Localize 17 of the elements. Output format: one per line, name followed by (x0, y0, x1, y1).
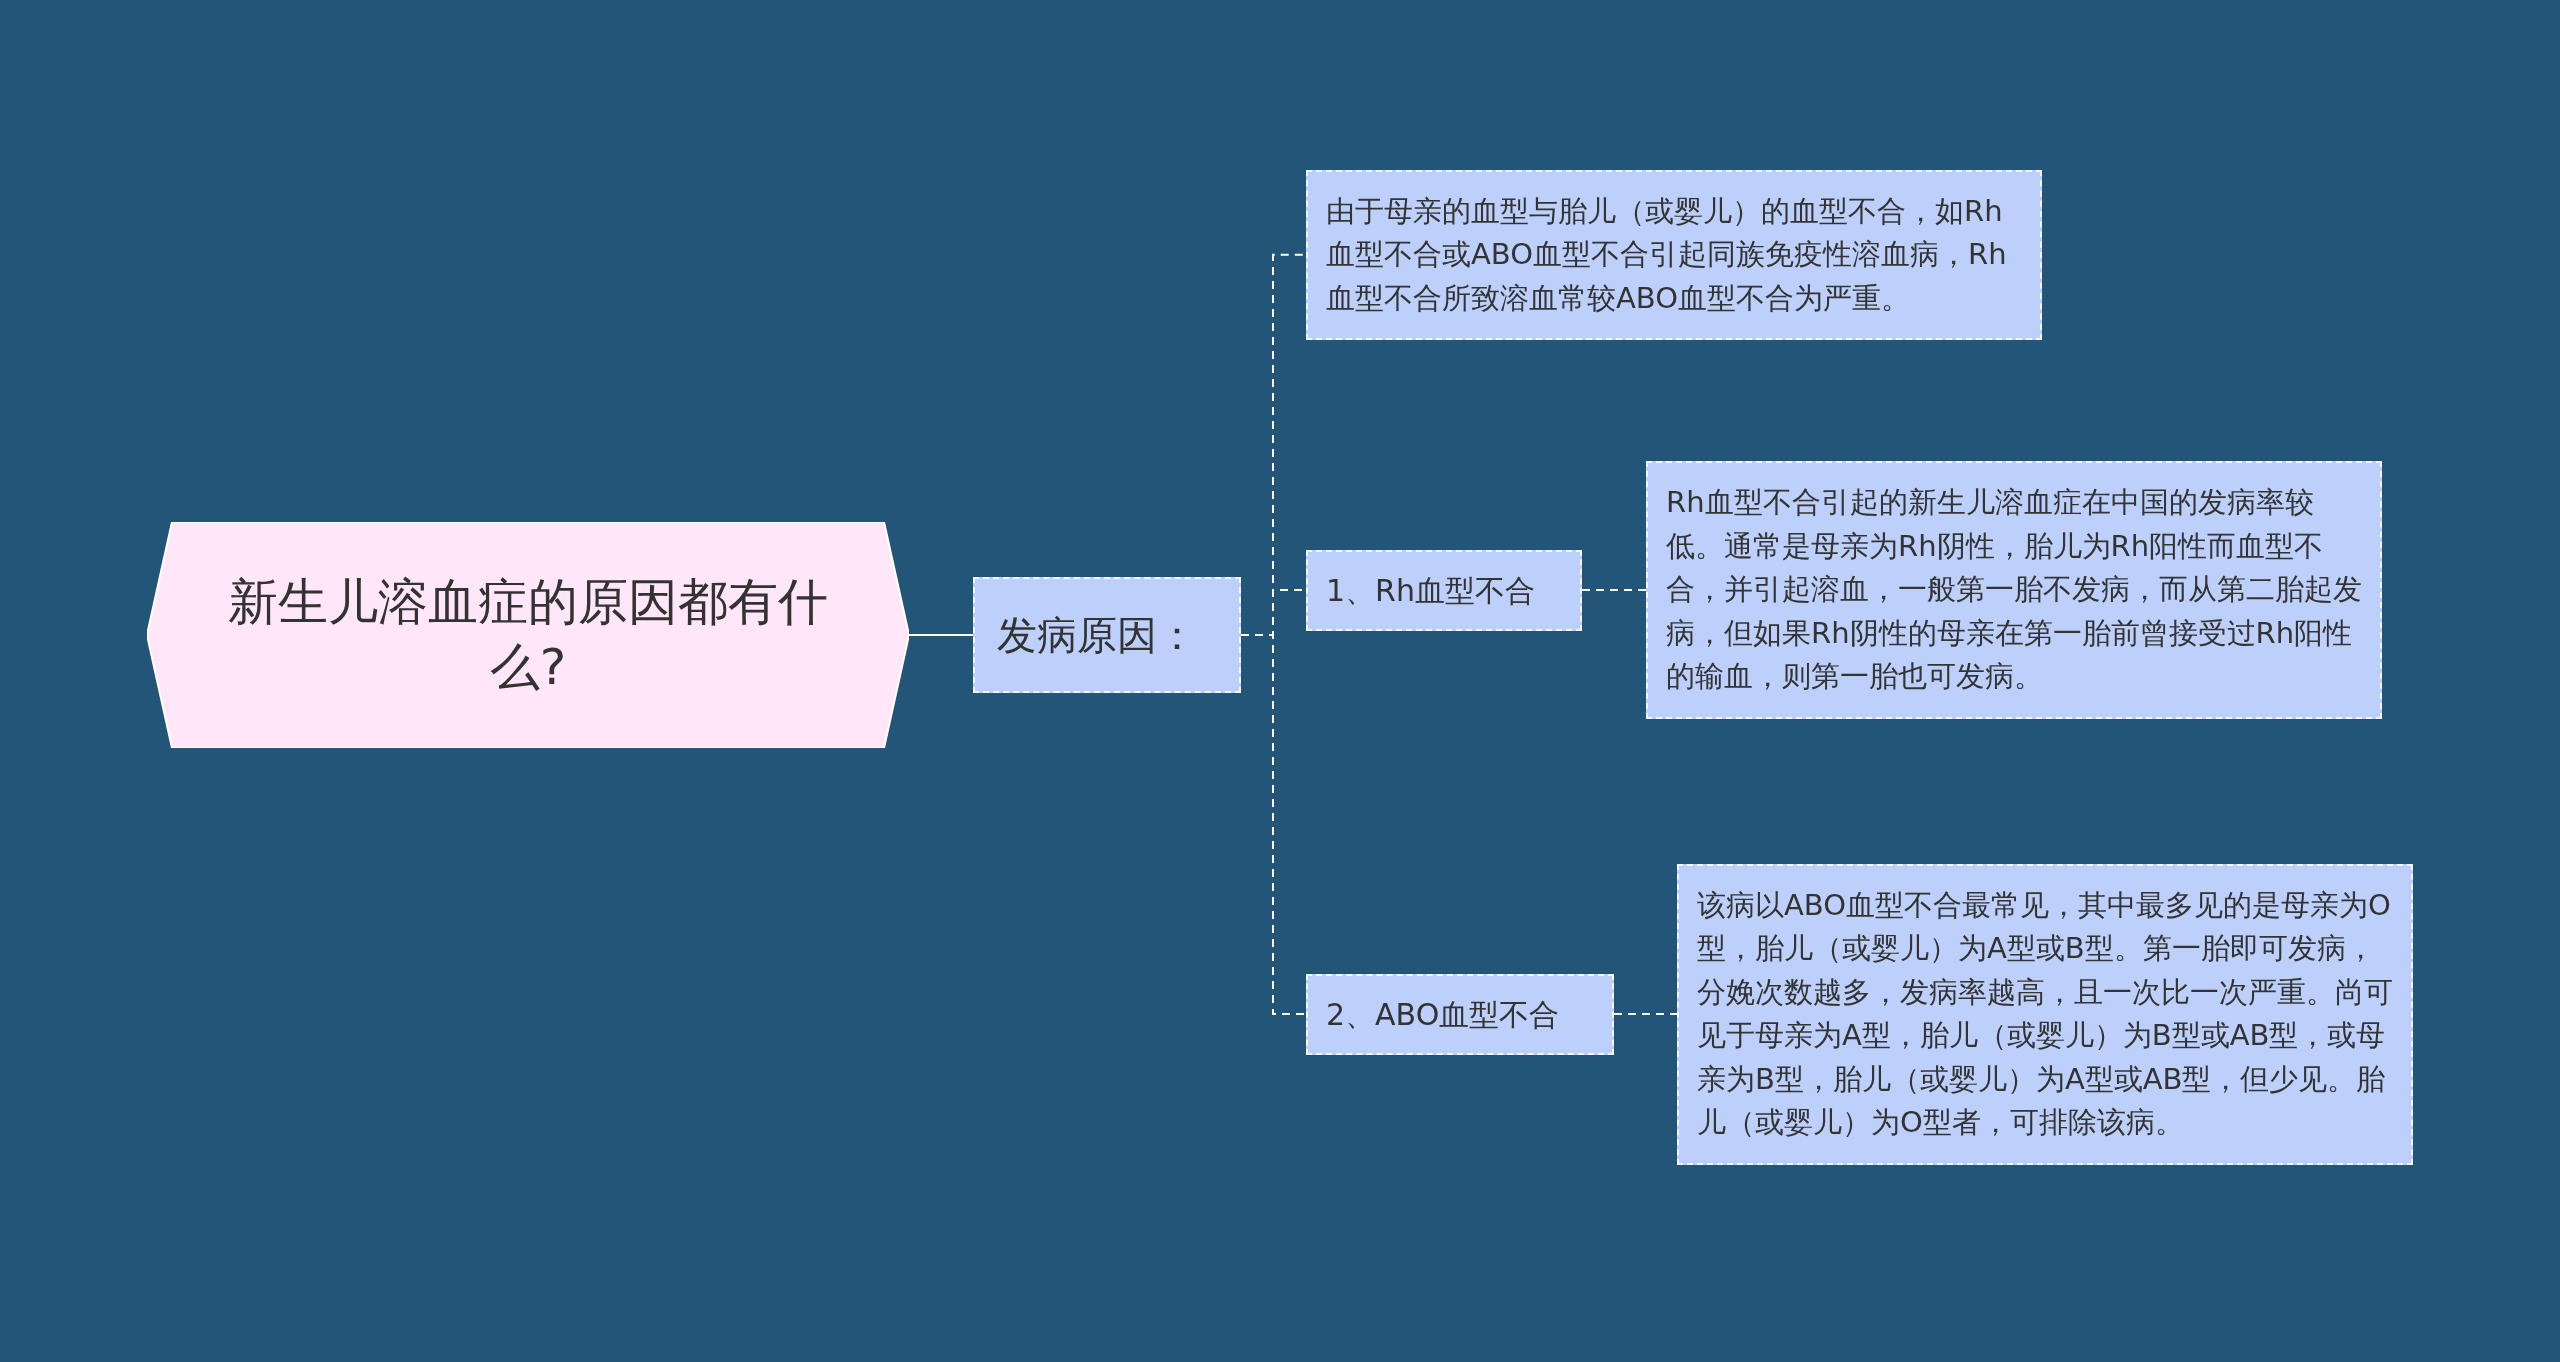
topic-text: 该病以ABO血型不合最常见，其中最多见的是母亲为O型，胎儿（或婴儿）为A型或B型。第一胎即可发病，分娩次数越多，发病率越高，且一次比一次严重。尚可见于母亲为A型，胎儿（或婴儿）为B型或AB型，或母亲为B型，胎儿（或婴儿）为A型或AB型，但少见。胎儿（或婴儿）为O型者，可排除该病。 (1697, 886, 2393, 1141)
topic-text: 发病原因： (997, 611, 1198, 660)
topic-box (973, 577, 1241, 693)
topic-text: 由于母亲的血型与胎儿（或婴儿）的血型不合，如Rh血型不合或ABO血型不合引起同族免疫性溶血病，Rh血型不合所致溶血常较ABO血型不合为严重。 (1326, 192, 2008, 317)
connector-line (1613, 1013, 1678, 1015)
text-box (1646, 461, 2382, 719)
topic-text: Rh血型不合引起的新生儿溶血症在中国的发病率较低。通常是母亲为Rh阴性，胎儿为Rh阳性而血型不合，并引起溶血，一般第一胎不发病，而从第二胎起发病，但如果Rh阴性的母亲在第一胎前曾接受过Rh阳性的输血，则第一胎也可发病。 (1666, 484, 2362, 695)
topic-text: 2、ABO血型不合 (1326, 995, 1561, 1034)
topic-box (1306, 549, 1582, 631)
topic-box (1306, 973, 1614, 1055)
topic-text: 1、Rh血型不合 (1326, 571, 1536, 610)
connector-line (1581, 589, 1647, 591)
text-box (1306, 169, 2042, 340)
topic-hexagon (147, 522, 909, 748)
topic-title: 新生儿溶血症的原因都有什么? (227, 572, 829, 698)
connector-line (908, 634, 974, 636)
text-box (1677, 863, 2413, 1165)
